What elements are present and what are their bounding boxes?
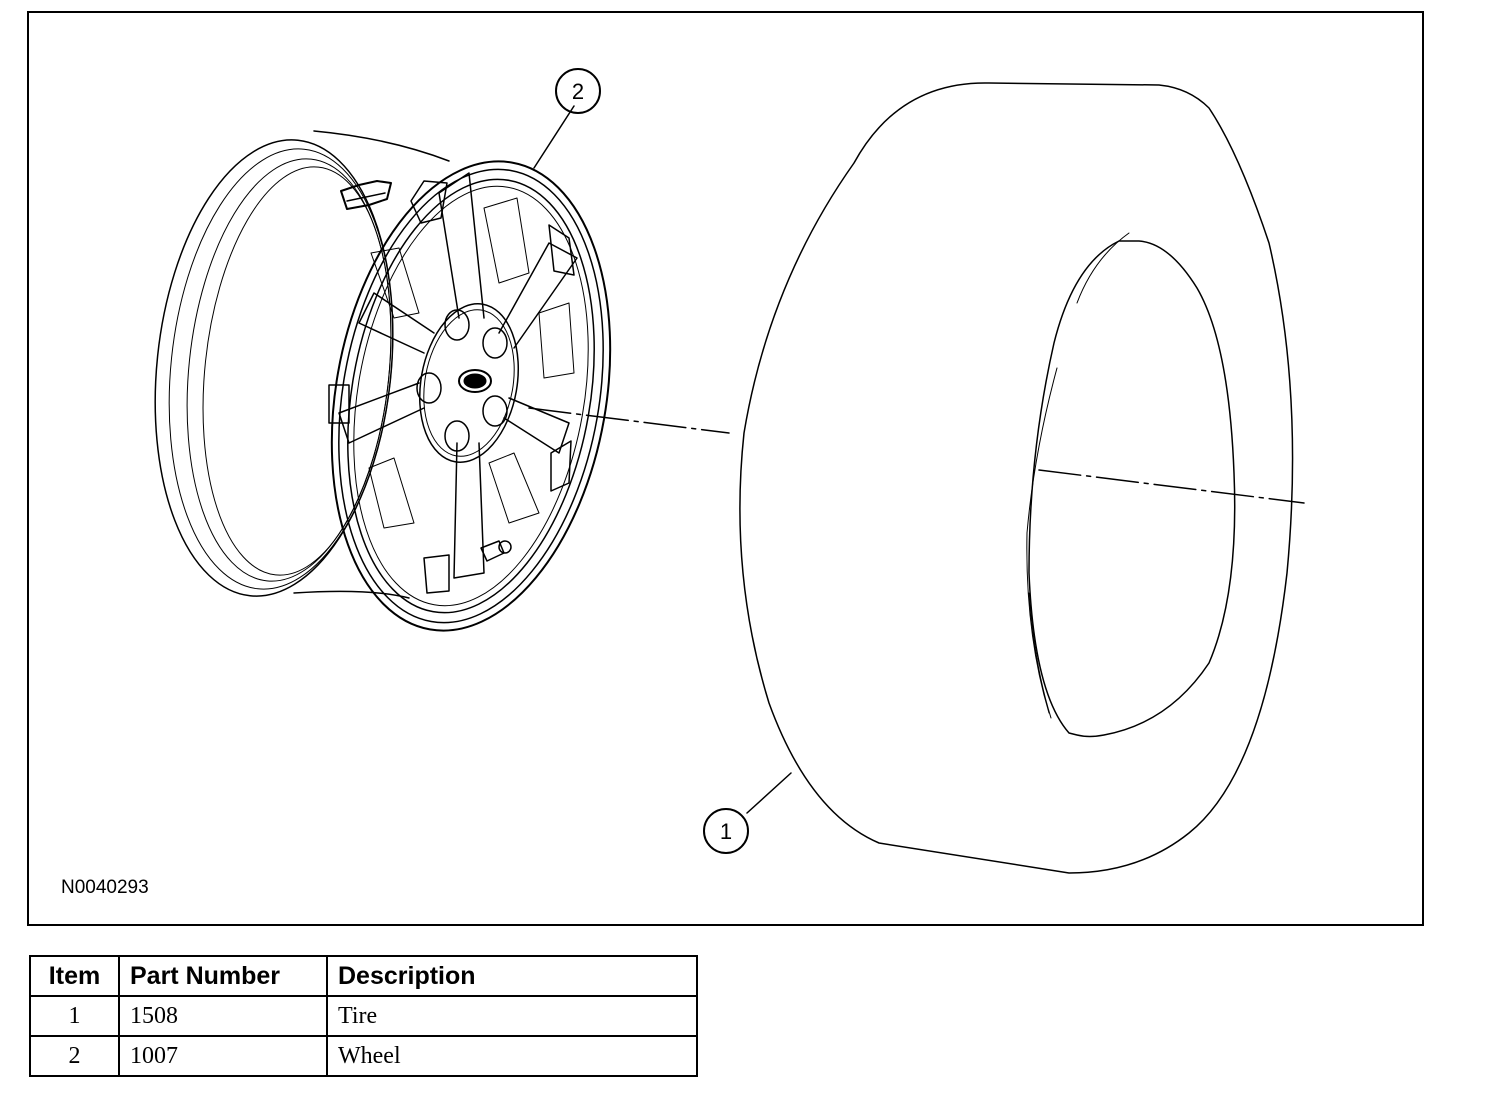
cell-item: 2 — [29, 1035, 120, 1077]
callout-1-leader — [746, 772, 792, 814]
axis-centerline — [528, 407, 1305, 504]
cell-item: 1 — [29, 995, 120, 1037]
table-row: 1 1508 Tire — [29, 995, 698, 1037]
callout-2-circle — [555, 68, 601, 114]
tire-drawing — [739, 82, 1294, 874]
wheel-drawing — [154, 130, 612, 632]
callout-1-circle — [703, 808, 749, 854]
header-description: Description — [326, 955, 698, 997]
parts-legend-table: Item Part Number Description 1 1508 Tire… — [29, 955, 698, 1077]
callout-2-leader — [533, 105, 575, 169]
header-item: Item — [29, 955, 120, 997]
cell-description: Wheel — [326, 1035, 698, 1077]
table-row: 2 1007 Wheel — [29, 1035, 698, 1077]
legend-header-row: Item Part Number Description — [29, 955, 698, 997]
exploded-view-drawing: 2 1 — [154, 68, 1305, 874]
cell-part-number: 1007 — [118, 1035, 328, 1077]
cell-part-number: 1508 — [118, 995, 328, 1037]
figure-id-label: N0040293 — [61, 877, 149, 898]
callout-2-label: 2 — [572, 79, 584, 104]
header-part-number: Part Number — [118, 955, 328, 997]
diagram-frame: 2 1 N0040293 — [27, 11, 1424, 926]
cell-description: Tire — [326, 995, 698, 1037]
callout-1-label: 1 — [720, 819, 732, 844]
